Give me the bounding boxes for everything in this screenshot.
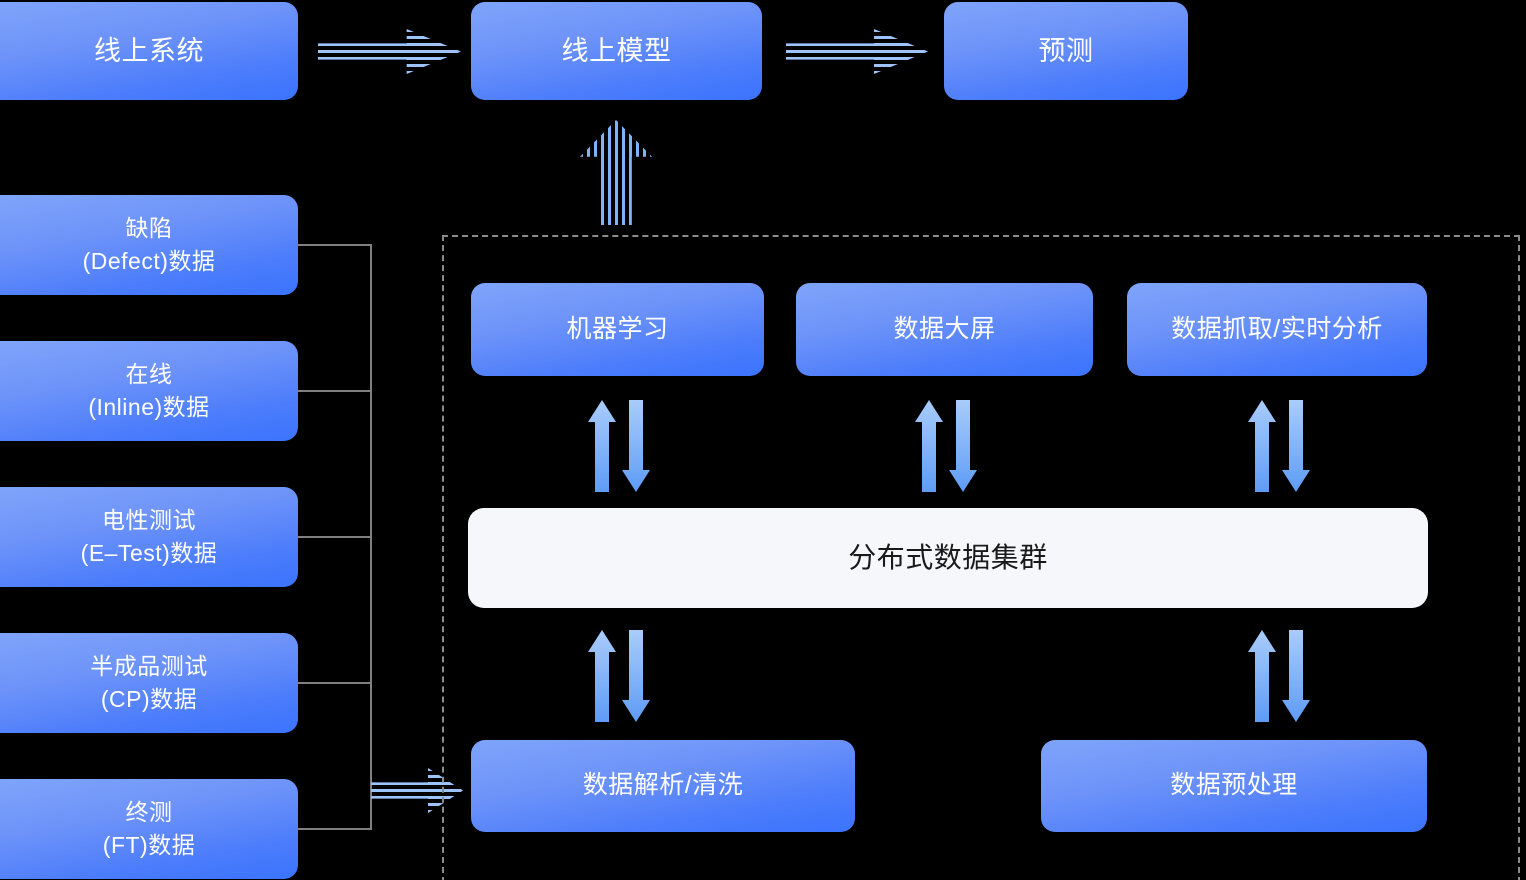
node-data-source-inline-line1: 在线 [125, 361, 173, 388]
node-distributed-data-cluster[interactable]: 分布式数据集群 [468, 508, 1428, 608]
bidirectional-arrow-machine-learning [588, 400, 650, 492]
node-data-dashboard[interactable]: 数据大屏 [796, 283, 1093, 376]
bidirectional-arrow-data-parse-clean [588, 630, 650, 722]
bidirectional-arrow-data-dashboard [915, 400, 977, 492]
connector-stub-etest [298, 536, 372, 538]
bidirectional-arrow-realtime-analysis [1248, 400, 1310, 492]
striped-arrow-sources-to-platform [371, 768, 463, 813]
node-data-source-etest-line1: 电性测试 [102, 507, 196, 534]
striped-arrow-platform-to-model [580, 120, 652, 225]
connector-stub-defect [298, 244, 372, 246]
node-data-capture-realtime-analysis-label: 数据抓取/实时分析 [1171, 314, 1383, 343]
node-prediction[interactable]: 预测 [944, 2, 1188, 100]
node-data-source-ft[interactable]: 终测 (FT)数据 [0, 779, 298, 879]
node-online-model[interactable]: 线上模型 [471, 2, 762, 100]
connector-vertical-bus [370, 244, 372, 830]
bidirectional-arrow-data-preprocess [1248, 630, 1310, 722]
connector-stub-inline [298, 390, 372, 392]
node-data-dashboard-label: 数据大屏 [893, 314, 996, 343]
node-data-source-defect[interactable]: 缺陷 (Defect)数据 [0, 195, 298, 295]
node-data-parse-clean-label: 数据解析/清洗 [582, 771, 744, 800]
node-data-preprocess-label: 数据预处理 [1170, 771, 1298, 800]
node-data-source-cp-line2: (CP)数据 [100, 686, 198, 712]
connector-stub-ft [298, 828, 372, 830]
node-data-source-etest[interactable]: 电性测试 (E–Test)数据 [0, 487, 298, 587]
node-data-source-defect-line1: 缺陷 [125, 215, 173, 242]
node-distributed-data-cluster-label: 分布式数据集群 [848, 542, 1048, 574]
node-data-source-ft-line2: (FT)数据 [102, 832, 196, 858]
node-online-system[interactable]: 线上系统 [0, 2, 298, 100]
node-data-preprocess[interactable]: 数据预处理 [1041, 740, 1427, 832]
node-data-source-defect-line2: (Defect)数据 [82, 248, 216, 274]
node-data-source-inline-line2: (Inline)数据 [88, 394, 210, 420]
striped-arrow-system-to-model [318, 29, 461, 74]
node-machine-learning-label: 机器学习 [566, 314, 669, 343]
striped-arrow-model-to-prediction [786, 29, 928, 74]
node-online-model-label: 线上模型 [561, 35, 672, 66]
node-data-source-cp-line1: 半成品测试 [90, 653, 208, 680]
node-prediction-label: 预测 [1038, 35, 1094, 66]
node-data-source-cp[interactable]: 半成品测试 (CP)数据 [0, 633, 298, 733]
node-machine-learning[interactable]: 机器学习 [471, 283, 764, 376]
node-data-source-etest-line2: (E–Test)数据 [80, 540, 218, 566]
node-data-parse-clean[interactable]: 数据解析/清洗 [471, 740, 855, 832]
node-data-source-ft-line1: 终测 [125, 799, 173, 826]
node-data-capture-realtime-analysis[interactable]: 数据抓取/实时分析 [1127, 283, 1427, 376]
node-data-source-inline[interactable]: 在线 (Inline)数据 [0, 341, 298, 441]
connector-stub-cp [298, 682, 372, 684]
node-online-system-label: 线上系统 [94, 35, 204, 66]
